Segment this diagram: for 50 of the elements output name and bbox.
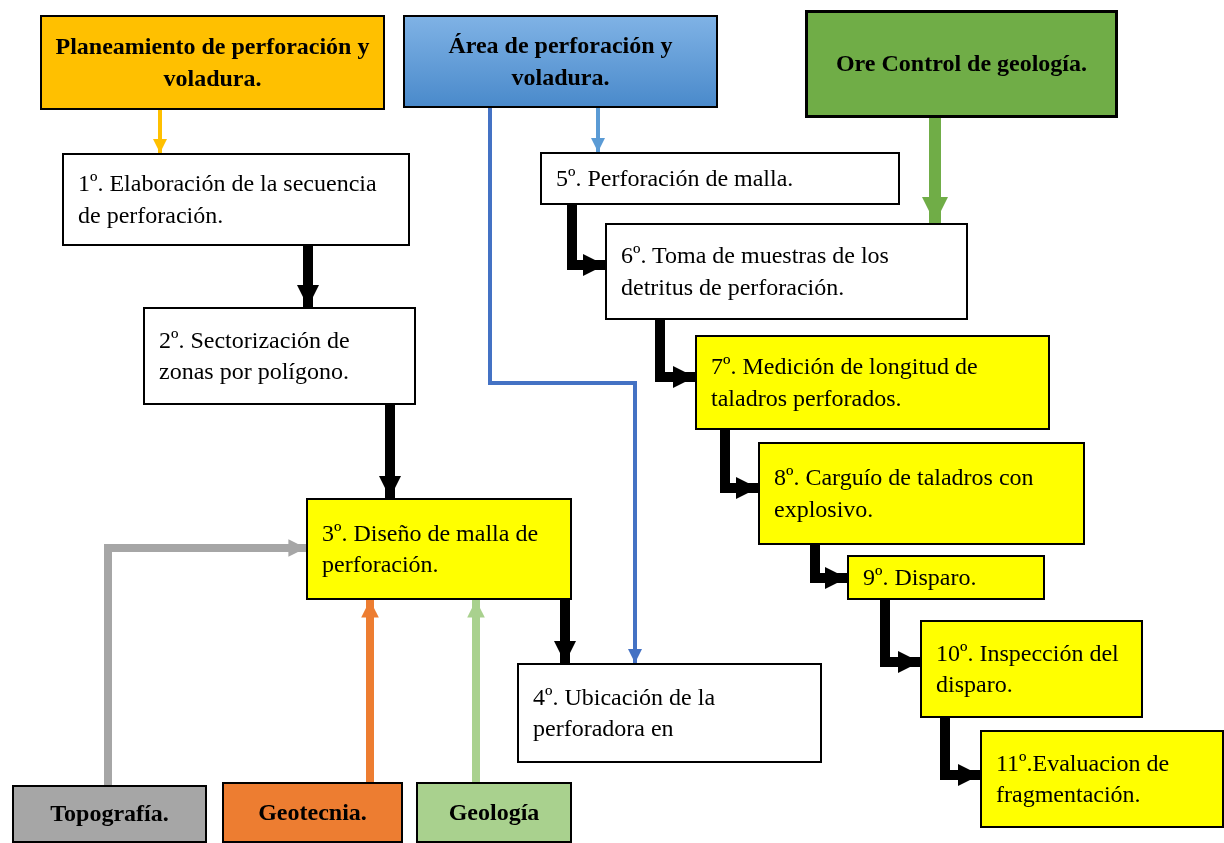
process-box xyxy=(695,335,1050,430)
header-box xyxy=(416,782,572,843)
step-text: 1º. Elaboración de la secuencia de perforación. xyxy=(78,169,378,230)
arrow xyxy=(488,108,642,663)
arrow xyxy=(104,539,306,785)
arrow xyxy=(361,600,379,782)
step-text: Ore Control de geología. xyxy=(835,49,1088,79)
step-text: 8º. Carguío de taladros con explosivo. xyxy=(774,463,1035,524)
step-text: 10º. Inspección del disparo. xyxy=(936,638,1120,699)
arrow xyxy=(591,108,605,152)
process-box xyxy=(306,498,572,600)
process-box xyxy=(605,223,968,320)
step-text: Geología xyxy=(448,797,540,827)
step-text: 11º.Evaluacion de fragmentación. xyxy=(996,748,1171,809)
step-text: 3º. Diseño de malla de perforación. xyxy=(322,518,540,579)
step-text: 4º. Ubicación de la perforadora en xyxy=(533,682,717,743)
step-text: 6º. Toma de muestras de los detritus de perforación. xyxy=(621,241,890,302)
step-text: Planeamiento de perforación y voladura. xyxy=(54,32,371,93)
arrow xyxy=(379,405,401,498)
arrow xyxy=(153,110,167,153)
step-text: 5º. Perforación de malla. xyxy=(556,163,794,193)
process-box xyxy=(920,620,1143,718)
step-text: Área de perforación y voladura. xyxy=(447,31,674,92)
arrow xyxy=(940,718,980,786)
arrow xyxy=(297,246,319,307)
process-box xyxy=(758,442,1085,545)
arrow xyxy=(880,600,920,673)
arrow xyxy=(554,600,576,663)
header-box xyxy=(403,15,718,108)
arrow xyxy=(810,545,847,589)
process-box xyxy=(540,152,900,205)
process-box xyxy=(517,663,822,763)
step-text: Geotecnia. xyxy=(258,797,367,827)
header-box xyxy=(805,10,1118,118)
arrow xyxy=(720,430,758,499)
header-box xyxy=(40,15,385,110)
header-box xyxy=(222,782,403,843)
step-text: 7º. Medición de longitud de taladros perforados. xyxy=(711,352,979,413)
process-box xyxy=(62,153,410,246)
arrow xyxy=(921,118,949,223)
process-box xyxy=(980,730,1224,828)
process-box xyxy=(143,307,416,405)
header-box xyxy=(12,785,207,843)
step-text: 2º. Sectorización de zonas por polígono. xyxy=(159,325,351,386)
step-text: 9º. Disparo. xyxy=(863,562,977,592)
process-box xyxy=(847,555,1045,600)
arrow xyxy=(567,205,605,276)
arrow xyxy=(655,320,695,388)
step-text: Topografía. xyxy=(50,799,169,829)
arrow xyxy=(467,600,485,782)
